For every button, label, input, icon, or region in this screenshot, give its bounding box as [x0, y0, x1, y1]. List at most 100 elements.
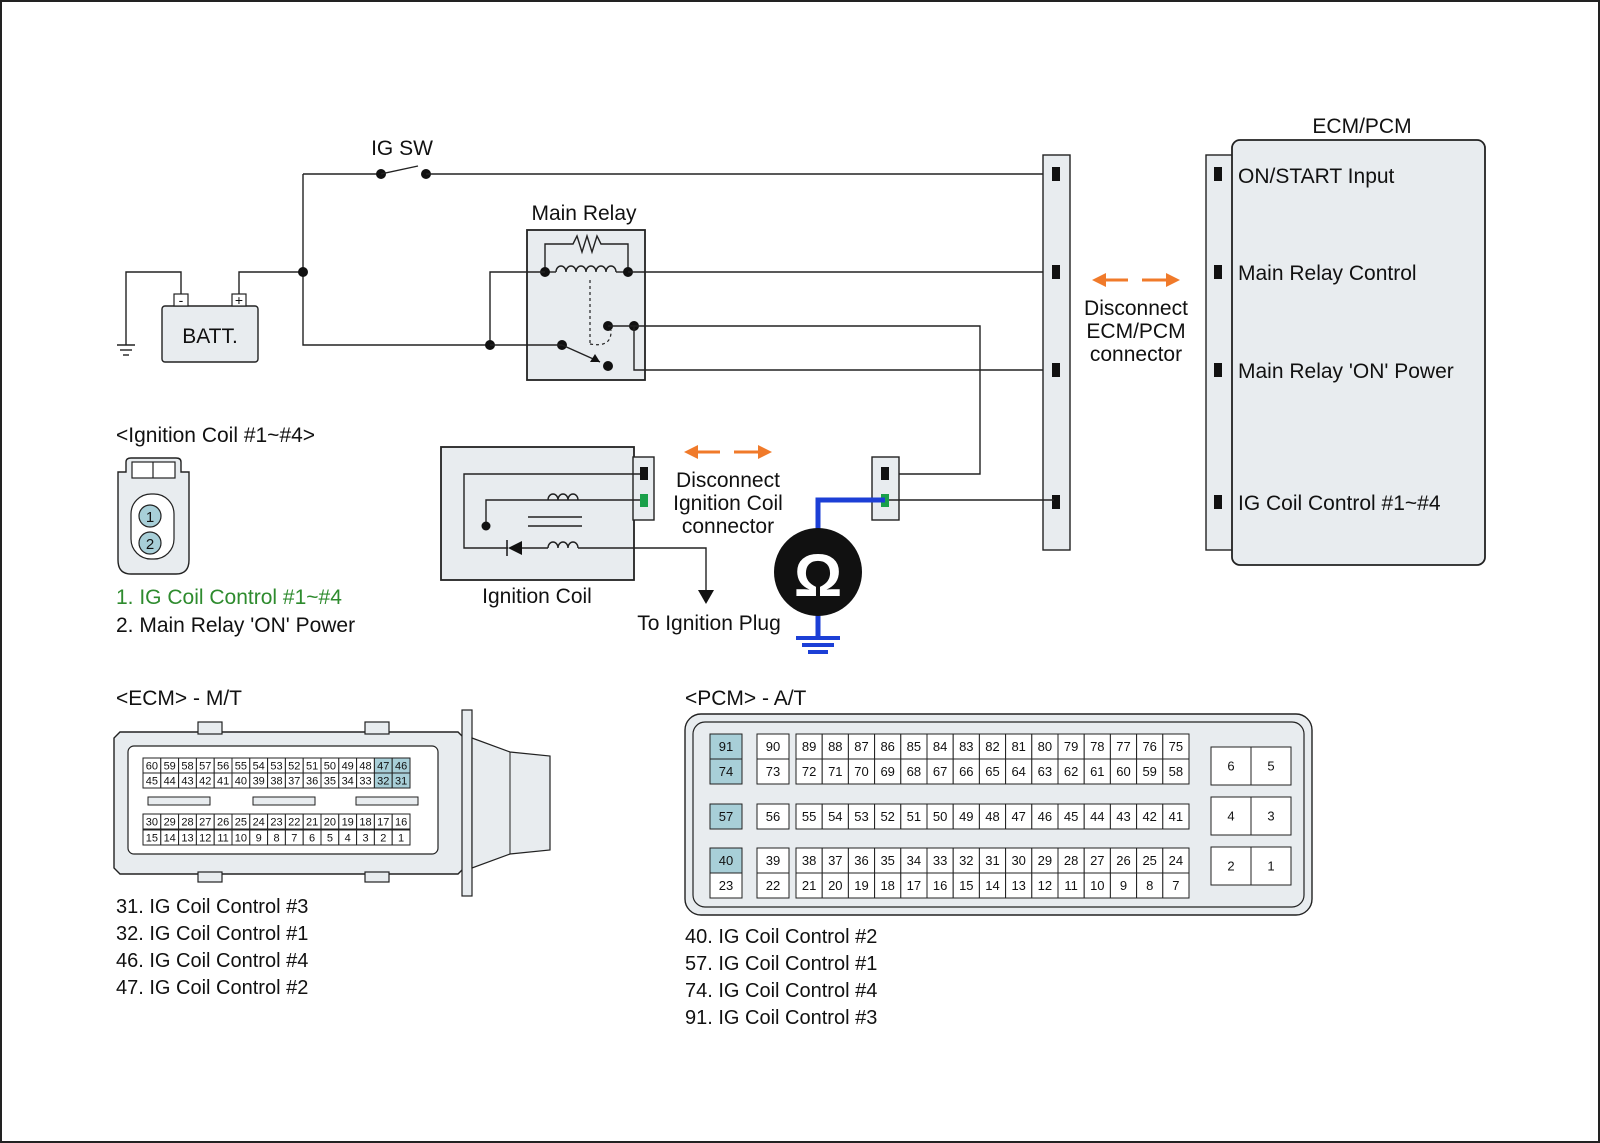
disconnect-ecm-line2: ECM/PCM: [1086, 320, 1185, 343]
ecm-pin-48: 48: [356, 757, 375, 774]
pcm-pin-57: 57: [709, 803, 743, 830]
svg-text:38: 38: [802, 853, 816, 868]
coil-pin-1: 1: [146, 509, 154, 526]
pcm-pin-45: 45: [1057, 803, 1085, 830]
svg-text:81: 81: [1011, 739, 1025, 754]
pcm-pin-21: 21: [795, 872, 823, 899]
svg-text:73: 73: [766, 764, 780, 779]
svg-text:28: 28: [181, 816, 193, 828]
ecm-pin-43: 43: [178, 772, 197, 789]
svg-text:36: 36: [306, 775, 318, 787]
ecm-pin-13: 13: [178, 829, 197, 846]
svg-text:32: 32: [377, 775, 389, 787]
svg-text:10: 10: [1090, 878, 1104, 893]
ecm-legend-2: 32. IG Coil Control #1: [116, 923, 308, 945]
svg-text:36: 36: [854, 853, 868, 868]
ecm-pin-8: 8: [267, 829, 286, 846]
ecm-pin-34: 34: [338, 772, 358, 789]
pcm-pin-89: 89: [795, 733, 823, 760]
pcm-pin-19: 19: [847, 872, 876, 899]
svg-text:39: 39: [253, 775, 265, 787]
svg-text:49: 49: [342, 760, 354, 772]
pcm-pin-63: 63: [1031, 758, 1059, 785]
svg-text:35: 35: [324, 775, 336, 787]
pcm-pin-35: 35: [874, 847, 902, 874]
pcm-pin-52: 52: [874, 803, 902, 830]
svg-text:25: 25: [235, 816, 247, 828]
pcm-pin-49: 49: [952, 803, 980, 830]
ecm-pin-53: 53: [267, 757, 286, 774]
pcm-pin-82: 82: [978, 733, 1007, 760]
svg-text:68: 68: [907, 764, 921, 779]
ecm-pin-33: 33: [356, 772, 375, 789]
svg-text:32: 32: [959, 853, 973, 868]
svg-text:13: 13: [181, 832, 193, 844]
pcm-legend-4: 91. IG Coil Control #3: [685, 1007, 877, 1029]
ecm-pcm-module: ECM/PCM ON/START Input Main Relay Contro…: [1205, 115, 1486, 566]
ecm-pin-19: 19: [338, 813, 358, 830]
pcm-pin-62: 62: [1057, 758, 1085, 785]
disconnect-ecm-line1: Disconnect: [1084, 297, 1188, 320]
svg-text:2: 2: [1227, 859, 1234, 874]
pcm-pin-27: 27: [1083, 847, 1111, 874]
ecm-pin-main-relay-power: Main Relay 'ON' Power: [1238, 360, 1454, 383]
ecm-pin-59: 59: [160, 757, 180, 774]
pcm-pin-9: 9: [1109, 872, 1138, 899]
pcm-pin-55: 55: [795, 803, 823, 830]
pcm-pin-72: 72: [795, 758, 823, 785]
disconnect-ecm-arrows-icon: [1092, 273, 1180, 287]
ecm-pin-1: 1: [391, 829, 411, 846]
svg-text:87: 87: [854, 739, 868, 754]
svg-text:44: 44: [164, 775, 176, 787]
pcm-pin-5: 5: [1250, 746, 1292, 786]
pcm-pin-50: 50: [926, 803, 954, 830]
svg-text:21: 21: [306, 816, 318, 828]
pcm-pin-24: 24: [1162, 847, 1190, 874]
pcm-pin-90: 90: [756, 733, 790, 760]
ecm-pin-28: 28: [178, 813, 197, 830]
svg-text:47: 47: [377, 760, 389, 772]
svg-text:69: 69: [880, 764, 894, 779]
svg-text:31: 31: [985, 853, 999, 868]
ecm-pin-39: 39: [249, 772, 269, 789]
svg-text:42: 42: [199, 775, 211, 787]
svg-text:70: 70: [854, 764, 868, 779]
coil-connector-face: 1 2: [117, 457, 190, 575]
pcm-pin-22: 22: [756, 872, 790, 899]
svg-text:24: 24: [253, 816, 265, 828]
pcm-pin-42: 42: [1136, 803, 1164, 830]
svg-text:23: 23: [270, 816, 282, 828]
pcm-pin-12: 12: [1031, 872, 1059, 899]
svg-text:65: 65: [985, 764, 999, 779]
svg-text:30: 30: [146, 816, 158, 828]
svg-text:15: 15: [146, 832, 158, 844]
main-relay: Main Relay: [526, 202, 646, 381]
ohm-icon: Ω: [794, 542, 842, 609]
pcm-pin-25: 25: [1136, 847, 1164, 874]
pcm-pin-30: 30: [1005, 847, 1033, 874]
svg-text:26: 26: [1116, 853, 1130, 868]
pcm-pin-32: 32: [952, 847, 980, 874]
svg-text:14: 14: [164, 832, 176, 844]
pcm-pin-3: 3: [1250, 796, 1292, 836]
ecm-pin-29: 29: [160, 813, 180, 830]
ecm-pin-6: 6: [302, 829, 322, 846]
ignition-coil: Ignition Coil: [440, 446, 714, 608]
svg-text:51: 51: [907, 809, 921, 824]
pcm-pin-47: 47: [1005, 803, 1033, 830]
svg-text:56: 56: [766, 809, 780, 824]
svg-text:37: 37: [288, 775, 300, 787]
pcm-pin-53: 53: [847, 803, 876, 830]
svg-text:25: 25: [1142, 853, 1156, 868]
svg-text:71: 71: [828, 764, 842, 779]
pcm-pin-81: 81: [1005, 733, 1033, 760]
svg-text:33: 33: [359, 775, 371, 787]
battery: - + BATT.: [161, 292, 259, 363]
svg-text:10: 10: [235, 832, 247, 844]
svg-text:23: 23: [719, 878, 733, 893]
svg-text:85: 85: [907, 739, 921, 754]
ecm-pin-51: 51: [302, 757, 322, 774]
svg-text:49: 49: [959, 809, 973, 824]
svg-text:56: 56: [217, 760, 229, 772]
svg-text:24: 24: [1169, 853, 1183, 868]
